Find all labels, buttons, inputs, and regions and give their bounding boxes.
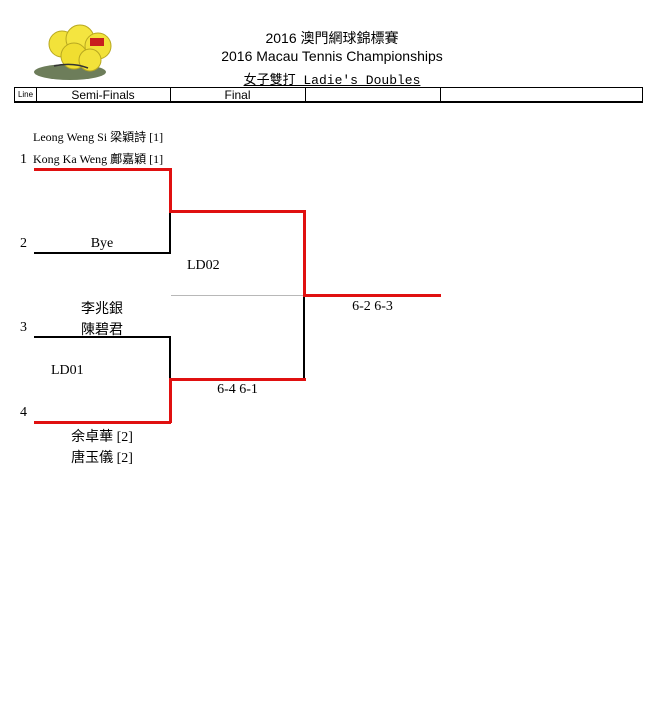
line-1-winner (34, 168, 171, 171)
semi2-connector-black (169, 336, 171, 379)
final-connector-red (303, 210, 306, 297)
match-code-ld02: LD02 (187, 258, 220, 273)
semi2-connector-red (169, 378, 172, 423)
line-2 (34, 252, 171, 254)
player-3a: 李兆銀 (81, 302, 123, 317)
final-line-bottom (169, 378, 306, 381)
final-score: 6-2 6-3 (352, 299, 393, 314)
header-col5 (440, 88, 642, 102)
final-connector-black (303, 296, 305, 380)
tournament-logo (30, 22, 130, 82)
player-3b: 陳碧君 (81, 323, 123, 338)
semi1-connector-black (169, 212, 171, 253)
final-line-top (169, 210, 306, 213)
header-col4 (305, 88, 441, 102)
column-header-row: Line Semi-Finals Final (14, 87, 643, 103)
line-number-2: 2 (20, 236, 27, 251)
match-code-ld01: LD01 (51, 363, 84, 378)
title-english: 2016 Macau Tennis Championships (221, 48, 443, 64)
event-name: 女子雙打 Ladie's Doubles (243, 73, 421, 88)
player-1a: Leong Weng Si 梁穎詩 [1] (33, 130, 164, 144)
header-semi-finals: Semi-Finals (36, 88, 171, 102)
player-4b: 唐玉儀 [2] (71, 451, 133, 466)
line-number-1: 1 (20, 152, 27, 167)
match-divider (171, 295, 304, 296)
header-final: Final (170, 88, 306, 102)
line-3 (34, 336, 171, 338)
player-1b: Kong Ka Weng 鄺嘉穎 [1] (33, 152, 164, 166)
player-2-bye: Bye (90, 236, 114, 251)
semi1-connector-red (169, 168, 172, 213)
line-4-winner (34, 421, 171, 424)
champion-line (303, 294, 441, 297)
header-line: Line (15, 88, 37, 102)
line-number-3: 3 (20, 320, 27, 335)
player-4a: 余卓華 [2] (71, 430, 133, 445)
semi2-score: 6-4 6-1 (217, 382, 258, 397)
line-number-4: 4 (20, 405, 27, 420)
title-chinese: 2016 澳門網球錦標賽 (265, 30, 399, 46)
tennis-ball-logo-icon (34, 24, 112, 80)
